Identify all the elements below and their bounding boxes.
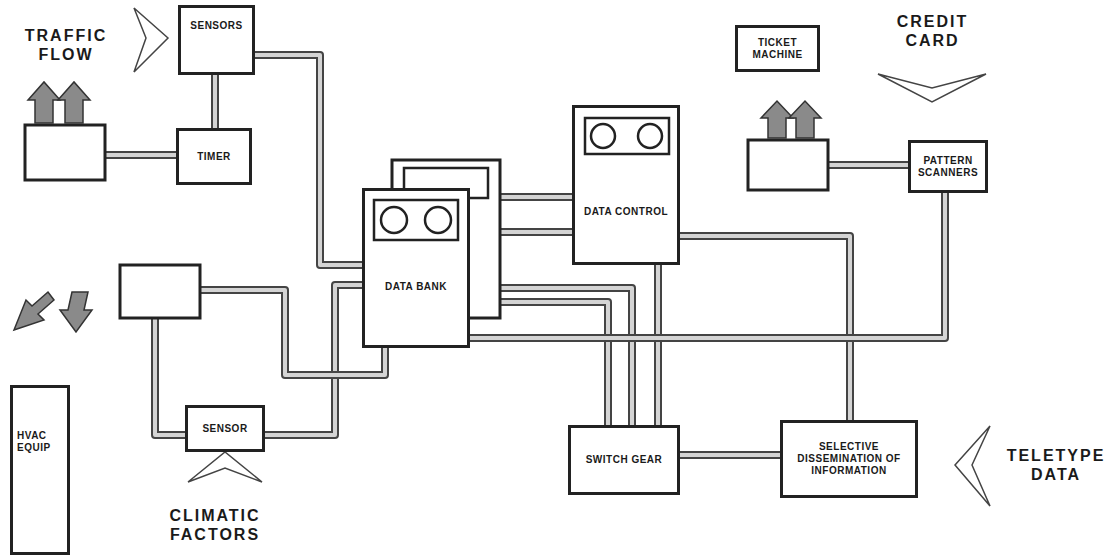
pipe-stroke	[265, 285, 362, 435]
pipe-stroke	[255, 55, 362, 265]
timer-box: TIMER	[176, 128, 252, 185]
tape-window	[585, 118, 669, 154]
node-label: SELECTIVE DISSEMINATION OF INFORMATION	[787, 441, 911, 477]
data-pipe	[215, 75, 216, 128]
pipe-stroke	[470, 302, 608, 425]
hvac-control-box	[120, 265, 200, 318]
data-pipe	[470, 302, 608, 425]
tape-reel	[381, 207, 407, 233]
ticket-control-box	[748, 140, 828, 190]
node-label: PATTERN SCANNERS	[915, 155, 981, 179]
sensor-box: SENSORS	[178, 5, 255, 75]
node-label: DATA CONTROL	[584, 206, 668, 218]
node-label: DATA BANK	[385, 281, 447, 293]
sensor-box: SENSOR	[185, 405, 265, 452]
node-label: TIMER	[197, 151, 231, 163]
dissemination-box: SELECTIVE DISSEMINATION OF INFORMATION	[780, 420, 918, 498]
node-label: HVAC EQUIP	[17, 430, 63, 454]
pipe-stroke	[680, 236, 850, 420]
pipe-stroke	[680, 453, 780, 457]
data-pipe	[658, 265, 659, 425]
node-label: SWITCH GEAR	[586, 454, 663, 466]
ticket-machine-box: TICKET MACHINE	[735, 25, 820, 72]
hvac-equipment: HVAC EQUIP	[10, 385, 70, 555]
data-pipe	[255, 55, 362, 265]
traffic-signal-box	[25, 125, 105, 180]
tape-reel	[638, 124, 662, 148]
input-label: CREDIT CARD	[880, 12, 985, 50]
pipe-stroke	[656, 265, 660, 425]
data-bank-unit: DATA BANK	[362, 188, 470, 348]
pipe-stroke	[654, 265, 662, 425]
input-label: TRAFFIC FLOW	[6, 26, 126, 64]
input-label: TELETYPE DATA	[996, 446, 1116, 484]
data-pipe	[680, 455, 780, 456]
data-pipe	[470, 193, 945, 338]
pipe-stroke	[680, 451, 780, 459]
switch-gear-box: SWITCH GEAR	[568, 425, 680, 495]
pipe-stroke	[213, 75, 217, 128]
pipes	[105, 155, 908, 435]
pipe-stroke	[255, 55, 362, 265]
input-label: CLIMATIC FACTORS	[145, 506, 285, 544]
pipe-stroke	[680, 236, 850, 420]
tape-reel	[425, 207, 451, 233]
pipe-stroke	[265, 285, 362, 435]
node-label: SENSORS	[190, 20, 242, 32]
pipe-stroke	[470, 193, 945, 338]
pattern-scanner-box: PATTERN SCANNERS	[908, 140, 988, 193]
tape-reel	[591, 124, 615, 148]
input-arrows	[134, 8, 990, 506]
pipe-stroke	[470, 302, 608, 425]
data-pipe	[680, 236, 850, 420]
tape-window	[374, 200, 458, 240]
data-control-unit: DATA CONTROL	[572, 105, 680, 265]
pipe-stroke	[211, 75, 219, 128]
data-pipe	[265, 285, 362, 435]
pipe-stroke	[470, 193, 945, 338]
node-label: TICKET MACHINE	[742, 37, 813, 61]
node-label: SENSOR	[202, 423, 247, 435]
